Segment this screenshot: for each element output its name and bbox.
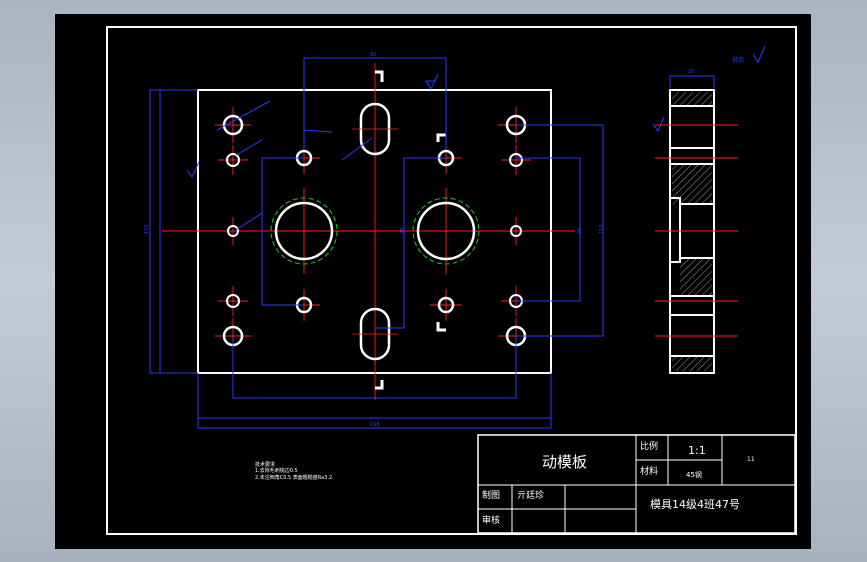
dim-left-span: 70 — [400, 228, 406, 234]
dim-side-thickness: 25 — [688, 69, 694, 75]
bolt-hole — [218, 286, 248, 316]
front-view: 90 198 150 110 85 70 25 其余 — [144, 45, 766, 429]
hatch-top — [672, 92, 712, 106]
guide-bore-left-chamfer — [270, 197, 338, 265]
title-block: 动模板 比例 1:1 11 材料 45钢 制图 亓廷珍 审核 模具14级4班47… — [477, 434, 796, 534]
drawing-border — [106, 26, 797, 535]
side-outline — [669, 89, 715, 374]
part-name: 动模板 — [542, 453, 587, 471]
dim-overall-height: 150 — [144, 224, 150, 234]
bolt-hole — [501, 145, 531, 175]
guide-bore-right-chamfer — [412, 197, 480, 265]
guide-bore-left — [274, 201, 334, 261]
bolt-hole — [502, 217, 530, 245]
dim-overall-width: 198 — [370, 422, 380, 428]
tech-line-1: 1.去除毛刺锐边0.5 — [255, 467, 298, 474]
side-view — [655, 75, 738, 374]
class-info: 模具14级4班47号 — [650, 498, 740, 511]
drawn-name: 亓廷珍 — [517, 489, 544, 501]
tech-requirements: 技术要求 1.去除毛刺锐边0.5 2.未注倒角C0.5 表面粗糙度Ra3.2 — [255, 461, 332, 481]
bolt-hole — [219, 217, 247, 245]
bolt-hole — [218, 145, 248, 175]
bolt-hole — [215, 107, 251, 143]
tech-title: 技术要求 — [255, 461, 275, 468]
bolt-hole — [430, 289, 462, 321]
check-label: 审核 — [482, 514, 500, 526]
dim-vertical-span-2: 85 — [577, 228, 583, 234]
hatch-bottom — [672, 356, 712, 371]
drawn-label: 制图 — [482, 489, 500, 501]
roughness-symbols — [186, 45, 766, 178]
scale-value: 1:1 — [688, 444, 706, 457]
roughness-note: 其余 — [732, 56, 744, 64]
dimension-texts: 90 198 150 110 85 70 25 — [144, 52, 694, 428]
section-marks — [375, 70, 446, 390]
tech-line-2: 2.未注倒角C0.5 表面粗糙度Ra3.2 — [255, 474, 332, 481]
dimension-lines — [149, 57, 604, 429]
guide-bore-right — [416, 201, 476, 261]
hatch-mid-lower — [680, 258, 712, 296]
scale-label: 比例 — [640, 440, 658, 452]
side-features — [670, 105, 714, 357]
side-centerlines — [655, 124, 738, 337]
plate-outline — [197, 89, 552, 374]
dim-vertical-span-1: 110 — [599, 224, 605, 234]
sheet-number: 11 — [747, 456, 755, 463]
material-value: 45钢 — [686, 470, 702, 479]
material-label: 材料 — [640, 465, 658, 477]
dim-top-span: 90 — [370, 52, 376, 58]
